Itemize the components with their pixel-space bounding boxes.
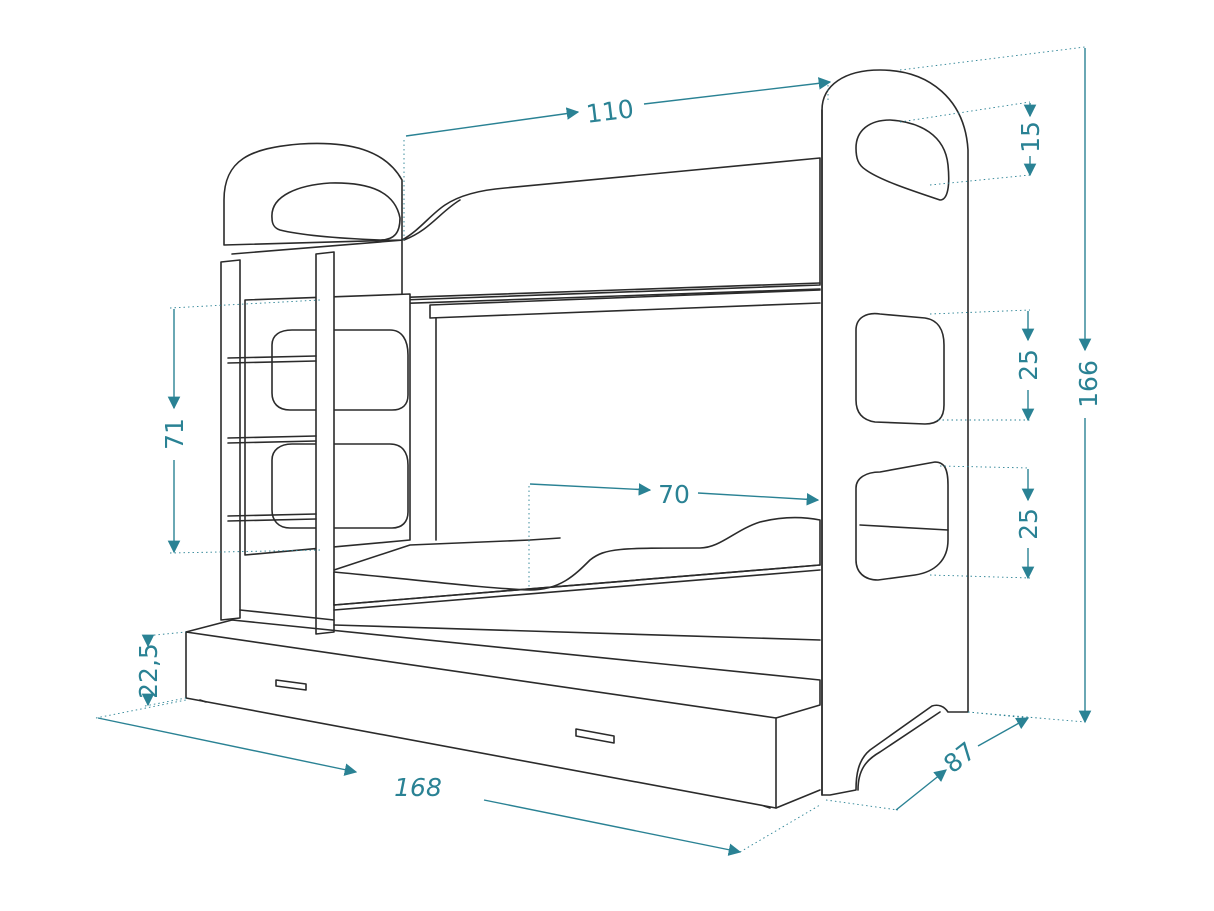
dim-label-ladder-height: 71 xyxy=(160,418,189,450)
drawer-handle-right xyxy=(575,728,615,744)
right-lower-opening xyxy=(855,461,949,581)
bed-base xyxy=(239,609,821,641)
dim-label-drawer-height: 22,5 xyxy=(134,643,163,699)
lower-mattress xyxy=(333,537,561,571)
upper-guard-rail xyxy=(401,157,821,301)
dim-label-total-length: 168 xyxy=(394,773,442,802)
dim-label-upper-bed-width: 110 xyxy=(584,94,635,129)
drawer xyxy=(185,619,821,809)
right-top-opening xyxy=(855,119,950,201)
extension-lines xyxy=(95,46,1086,853)
left-headboard xyxy=(223,142,403,246)
dim-label-headboard-opening: 15 xyxy=(1016,121,1045,153)
dim-label-total-depth: 87 xyxy=(938,736,981,778)
dim-label-lower-bed-opening: 70 xyxy=(658,480,690,509)
drawer-handle-left xyxy=(275,679,307,691)
lower-guard-rail xyxy=(333,516,821,606)
dim-label-side-opening-lower: 25 xyxy=(1014,508,1043,540)
left-upper-opening xyxy=(271,329,409,411)
left-headboard-opening xyxy=(271,182,401,241)
dim-label-total-height: 166 xyxy=(1074,360,1103,408)
dim-label-side-opening-upper: 25 xyxy=(1014,349,1043,381)
bed-structure xyxy=(185,69,969,809)
ladder xyxy=(220,251,335,635)
right-end-panel xyxy=(821,69,969,796)
left-lower-opening xyxy=(271,443,409,529)
right-upper-opening xyxy=(855,312,945,425)
upper-side-board xyxy=(329,282,821,307)
dimension-lines xyxy=(97,48,1092,856)
